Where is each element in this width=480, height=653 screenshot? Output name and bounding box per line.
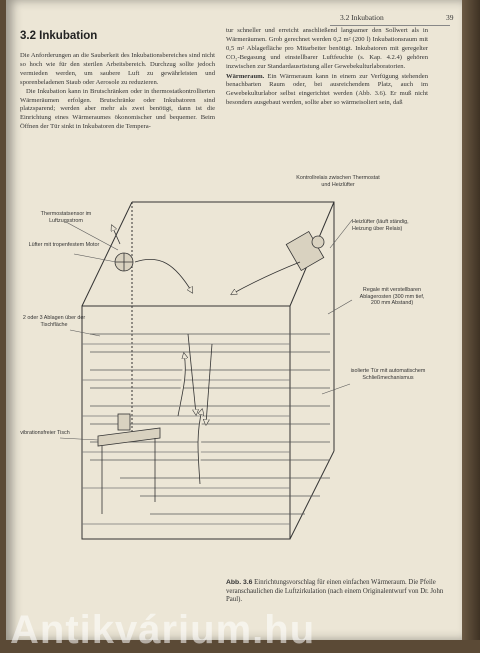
warm-room-text: Ein Wärmeraum kann in einem zur Verfügun… (226, 72, 428, 107)
heater-unit (285, 230, 325, 272)
section-title: 3.2 Inkubation (20, 30, 98, 42)
label-shelves: 2 oder 3 Ablagen über der Tischfläche (22, 315, 86, 328)
label-insulated-door: isolierte Tür mit automatischem Schließm… (350, 368, 426, 381)
caption-text: Einrichtungsvorschlag für einen einfache… (226, 579, 444, 604)
running-head: 3.2 Inkubation (340, 13, 384, 22)
page-number: 39 (446, 13, 454, 22)
watermark: Antikvárium.hu (10, 608, 316, 652)
warm-room-heading: Wärmeraum. (226, 72, 265, 80)
book-page-edge (462, 0, 480, 640)
label-fan: Lüfter mit tropenfestem Motor (28, 242, 100, 248)
label-control-relay: Kontrollrelais zwischen Thermostat und H… (296, 175, 380, 188)
room-outline (81, 201, 335, 540)
right-paragraph-1: tur schneller und erreicht anschließend … (226, 27, 428, 70)
left-paragraph-1: Die Anforderungen an die Sauberkeit des … (20, 52, 215, 86)
header-rule (330, 25, 450, 26)
right-paragraph-2: Wärmeraum. Ein Wärmeraum kann in einem z… (226, 73, 428, 109)
warm-room-illustration (59, 201, 353, 540)
airflow-arrows (112, 226, 301, 485)
left-column: Die Anforderungen an die Sauberkeit des … (20, 52, 215, 132)
label-table: vibrationsfreier Tisch (20, 430, 70, 436)
label-thermostat-sensor: Thermostatsensor im Luftzugsstrom (40, 211, 92, 224)
figure-number: Abb. 3.6 (226, 579, 253, 586)
label-heater: Heizlüfter (läuft ständig, Heizung über … (352, 219, 409, 232)
left-paragraph-2: Die Inkubation kann in Brutschränken ode… (20, 87, 215, 131)
right-column: tur schneller und erreicht anschließend … (226, 27, 428, 108)
figure-caption: Abb. 3.6 Einrichtungsvorschlag für einen… (226, 579, 446, 605)
vibration-free-table (97, 413, 161, 514)
label-racks: Regale mit verstellbaren Ablagerosten (3… (359, 287, 425, 307)
label-leaders (59, 219, 353, 441)
fan-unit (114, 252, 134, 272)
